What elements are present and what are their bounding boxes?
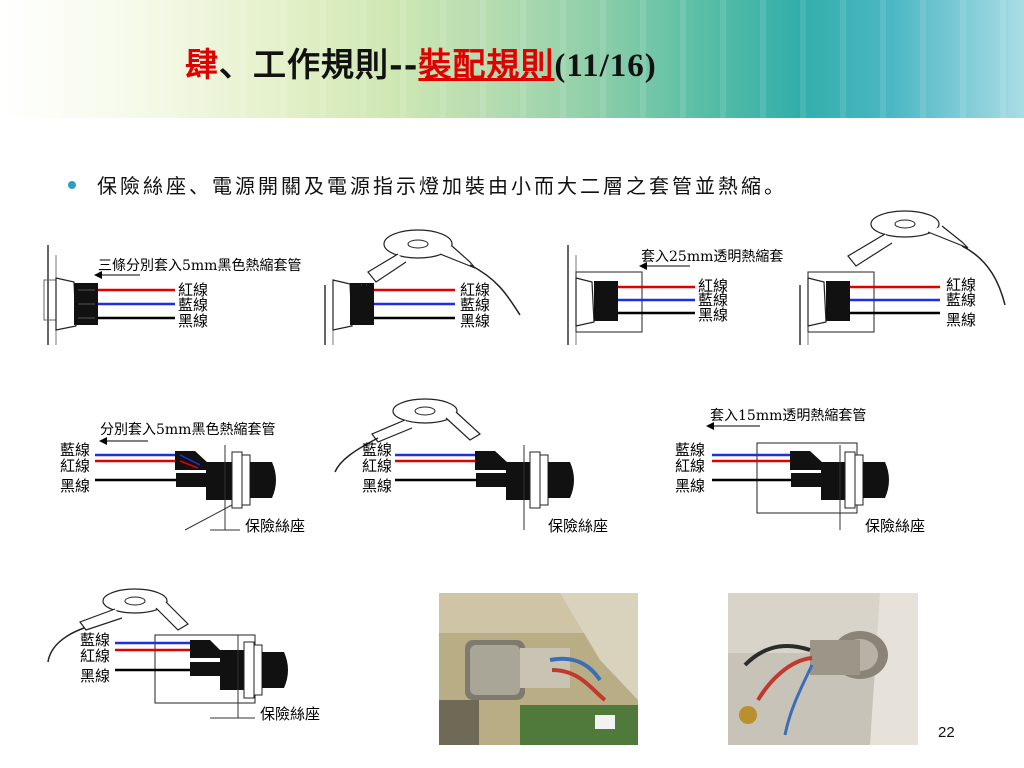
title-subtitle: 裝配規則 xyxy=(418,45,555,84)
diagram5-holder-label: 保險絲座 xyxy=(245,517,305,535)
diagram5-black-label: 黑線 xyxy=(60,477,90,495)
diagram4-red-label: 紅線 xyxy=(946,276,976,294)
diagram8-black-label: 黑線 xyxy=(80,667,110,685)
diagram-switch-step4: 紅線 藍線 黑線 xyxy=(799,210,1006,345)
diagram6-blue-label: 藍線 xyxy=(362,441,392,459)
diagram-switch-step2: · · 紅線 藍線 黑線 xyxy=(324,229,521,345)
diagram7-blue-label: 藍線 xyxy=(675,441,705,459)
diagram7-caption: 套入15mm透明熱縮套管 xyxy=(710,408,866,424)
diagram3-caption: 套入25mm透明熱縮套 xyxy=(641,249,783,265)
title-page-count: (11/16) xyxy=(554,48,657,84)
diagram3-blue-label: 藍線 xyxy=(698,291,728,309)
diagram6-holder-label: 保險絲座 xyxy=(548,517,608,535)
diagram5-red-label: 紅線 xyxy=(60,457,90,475)
diagram1-caption: 三條分別套入5mm黑色熱縮套管 xyxy=(98,257,301,274)
header-stripes xyxy=(0,0,1024,118)
diagram-fuse-step2: 藍線 紅線 黑線 保險絲座 xyxy=(334,398,608,535)
bullet-text: 保險絲座、電源開關及電源指示燈加裝由小而大二層之套管並熱縮。 xyxy=(97,174,787,198)
diagram-fuse-step3: 套入15mm透明熱縮套管 藍線 紅線 黑線 保險絲座 xyxy=(675,408,925,535)
diagram7-holder-label: 保險絲座 xyxy=(865,517,925,535)
diagram3-red-label: 紅線 xyxy=(698,277,728,295)
diagram8-blue-label: 藍線 xyxy=(80,631,110,649)
title-rest: 、工作規則-- xyxy=(219,45,419,84)
diagram1-red-label: 紅線 xyxy=(178,281,208,299)
diagram6-red-label: 紅線 xyxy=(362,457,392,475)
photo-assembly-2 xyxy=(728,593,918,745)
diagram7-red-label: 紅線 xyxy=(675,457,705,475)
diagram-switch-step3: 套入25mm透明熱縮套 紅線 藍線 黑線 xyxy=(567,245,783,345)
diagram1-black-label: 黑線 xyxy=(178,312,208,330)
bullet-icon xyxy=(68,181,76,189)
diagram2-blue-label: 藍線 xyxy=(460,296,490,314)
svg-text:· ·: · · xyxy=(360,281,368,290)
diagram8-holder-label: 保險絲座 xyxy=(260,705,320,723)
diagram7-black-label: 黑線 xyxy=(675,477,705,495)
diagram-fuse-step4: 藍線 紅線 黑線 保險絲座 xyxy=(47,588,320,723)
diagram-switch-step1: 三條分別套入5mm黑色熱縮套管 紅線 藍線 黑線 xyxy=(43,245,301,345)
photo-assembly-1 xyxy=(439,593,638,745)
diagram1-blue-label: 藍線 xyxy=(178,296,208,314)
diagram2-red-label: 紅線 xyxy=(460,281,490,299)
diagram4-blue-label: 藍線 xyxy=(946,291,976,309)
diagram5-caption: 分別套入5mm黑色熱縮套管 xyxy=(100,421,275,438)
diagram5-blue-label: 藍線 xyxy=(60,441,90,459)
diagram4-black-label: 黑線 xyxy=(946,311,976,329)
header-banner: 肆、工作規則--裝配規則(11/16) xyxy=(0,0,1024,118)
diagram8-red-label: 紅線 xyxy=(80,647,110,665)
title-red-char: 肆 xyxy=(185,45,219,84)
diagram2-black-label: 黑線 xyxy=(460,312,490,330)
slide-title: 肆、工作規則--裝配規則(11/16) xyxy=(185,38,657,86)
diagram3-black-label: 黑線 xyxy=(698,306,728,324)
diagram6-black-label: 黑線 xyxy=(362,477,392,495)
page-number: 22 xyxy=(938,724,955,741)
diagram-fuse-step1: 分別套入5mm黑色熱縮套管 藍線 紅線 黑線 保險絲座 xyxy=(60,421,305,535)
